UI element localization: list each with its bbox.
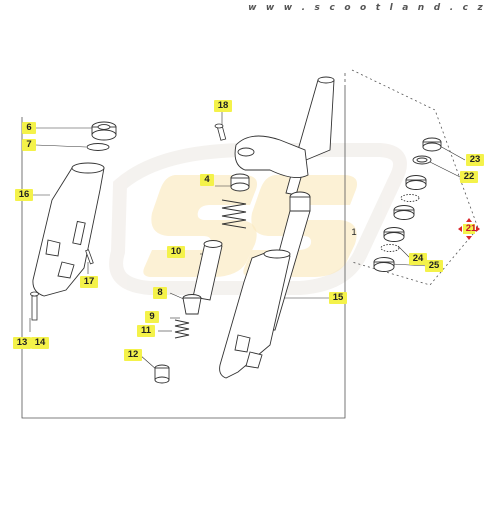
callout-11[interactable]: 11 <box>137 325 155 337</box>
callout-10[interactable]: 10 <box>167 246 185 258</box>
bearing-stack <box>373 137 442 272</box>
damper-parts <box>154 173 250 384</box>
callout-1: 1 <box>351 227 357 238</box>
assembly-frames <box>21 69 479 419</box>
callout-17[interactable]: 17 <box>80 276 98 288</box>
callout-15[interactable]: 15 <box>329 292 347 304</box>
site-url: w w w . s c o o t l a n d . c z <box>248 3 486 13</box>
left-fork-slider <box>32 162 105 297</box>
callout-9[interactable]: 9 <box>145 311 159 323</box>
callout-4[interactable]: 4 <box>200 174 214 186</box>
callout-12[interactable]: 12 <box>124 349 142 361</box>
clamp-bolt <box>214 123 227 141</box>
callout-16[interactable]: 16 <box>15 189 33 201</box>
callout-8[interactable]: 8 <box>153 287 167 299</box>
seal-ring <box>86 121 117 151</box>
callout-13[interactable]: 13 <box>13 337 31 349</box>
callout-24[interactable]: 24 <box>409 253 427 265</box>
callout-23[interactable]: 23 <box>466 154 484 166</box>
callout-7[interactable]: 7 <box>22 139 36 151</box>
callout-18[interactable]: 18 <box>214 100 232 112</box>
bolt <box>30 291 39 321</box>
callout-14[interactable]: 14 <box>31 337 49 349</box>
right-fork-slider <box>219 249 291 379</box>
callout-21[interactable]: 21 <box>465 223 477 234</box>
pin <box>85 249 94 265</box>
callout-6[interactable]: 6 <box>22 122 36 134</box>
callout-22[interactable]: 22 <box>460 171 478 183</box>
selected-marker-icon <box>458 218 480 240</box>
callout-25[interactable]: 25 <box>425 260 443 272</box>
